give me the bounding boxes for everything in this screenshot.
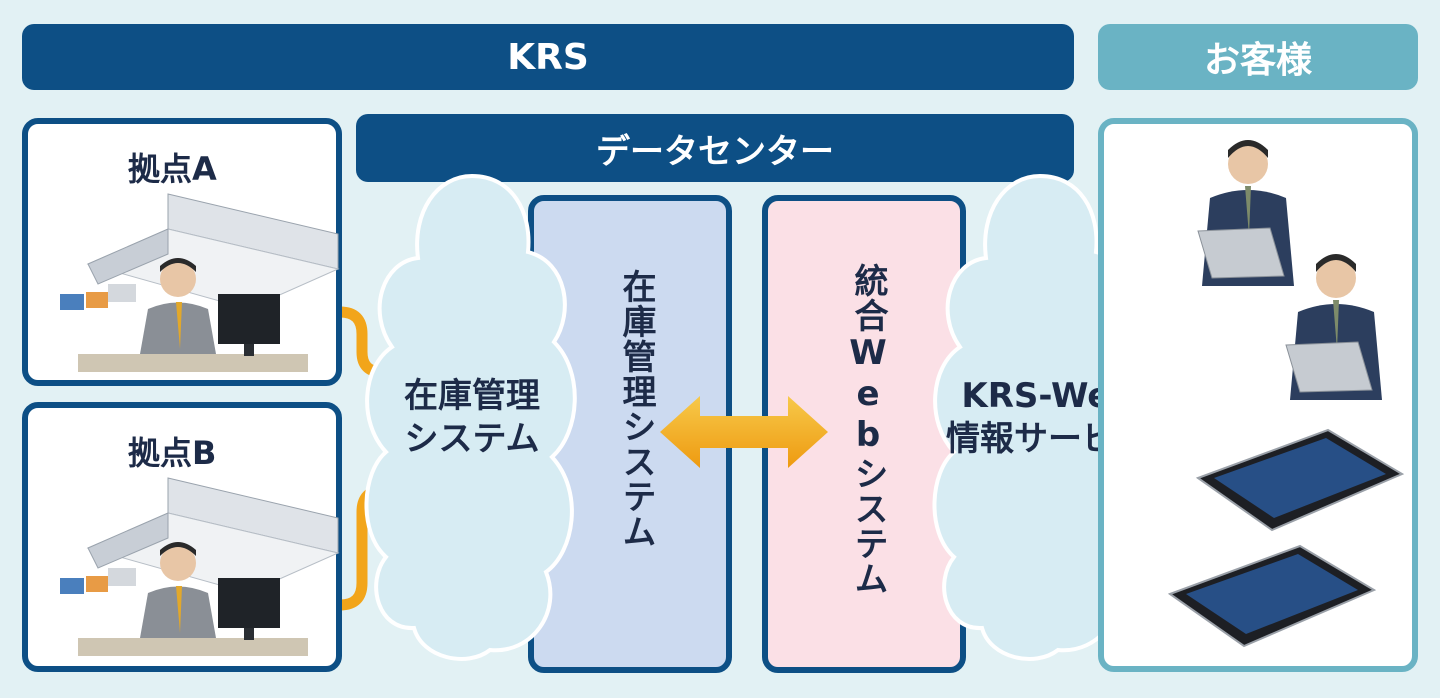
bidirectional-arrow-icon xyxy=(660,396,828,468)
web-system-label: 統合Webシステム xyxy=(848,263,888,596)
tablet-icon xyxy=(1195,428,1405,532)
businessman-laptop-icon xyxy=(1197,140,1294,286)
businessman-laptop-icon xyxy=(1285,254,1382,400)
customer-header-bar: お客様 xyxy=(1098,24,1418,90)
warehouse-icon xyxy=(60,477,340,594)
inventory-cloud-line2: システム xyxy=(404,418,540,459)
site-b-panel: 拠点B xyxy=(22,402,342,672)
customer-header-label: お客様 xyxy=(1203,40,1312,81)
site-b-label: 拠点B xyxy=(128,434,217,472)
site-a-label: 拠点A xyxy=(128,150,217,188)
tablet-icon xyxy=(1167,544,1377,648)
datacenter-label: データセンター xyxy=(596,131,834,172)
krs-header-bar: KRS xyxy=(22,24,1074,90)
inventory-cloud-line1: 在庫管理 xyxy=(404,376,540,416)
inventory-system-label: 在庫管理システム xyxy=(616,269,656,549)
inventory-cloud-label: 在庫管理 システム xyxy=(380,375,564,460)
office-worker-icon xyxy=(78,258,308,372)
krs-header-label: KRS xyxy=(507,36,589,78)
datacenter-bar: データセンター xyxy=(356,114,1074,182)
customer-panel xyxy=(1098,118,1418,672)
office-worker-icon xyxy=(78,542,308,656)
site-a-panel: 拠点A xyxy=(22,118,342,386)
inventory-cloud-icon xyxy=(364,173,577,661)
